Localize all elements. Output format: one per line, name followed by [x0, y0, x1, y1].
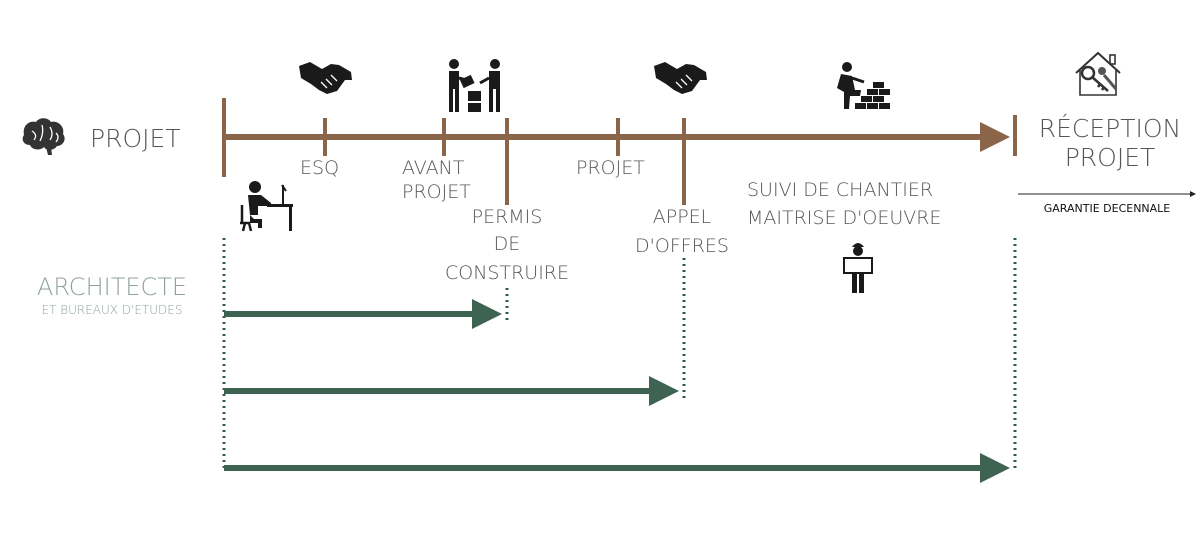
reception-line2: PROJET — [1065, 143, 1156, 172]
label-appel-2: D'OFFRES — [635, 235, 729, 257]
label-permis-3: CONSTRUIRE — [445, 262, 569, 284]
handshake-icon — [654, 62, 707, 94]
reception-line1: RÉCEPTION — [1039, 114, 1182, 143]
label-permis-1: PERMIS — [472, 206, 543, 228]
meeting-icon — [449, 59, 500, 112]
projet-title: PROJET — [90, 124, 181, 153]
guarantee-label: GARANTIE DECENNALE — [1044, 202, 1171, 215]
house-keys-icon — [1075, 51, 1121, 96]
architect-line2: ET BUREAUX D'ETUDES — [42, 303, 183, 317]
label-esq: ESQ — [300, 157, 339, 179]
brain-icon — [22, 118, 65, 155]
engineer-plan-icon — [843, 243, 873, 293]
label-suivi-2: MAITRISE D'OEUVRE — [747, 207, 941, 229]
guarantee-arrowhead — [1190, 191, 1196, 197]
handshake-icon — [299, 62, 352, 94]
designer-desk-icon — [240, 181, 293, 232]
label-suivi-1: SUIVI DE CHANTIER — [747, 179, 933, 201]
label-avant-2: PROJET — [402, 181, 471, 203]
label-projet: PROJET — [576, 157, 645, 179]
label-appel-1: APPEL — [653, 206, 712, 228]
mason-icon — [837, 62, 890, 109]
label-permis-2: DE — [494, 233, 521, 255]
architect-line1: ARCHITECTE — [37, 273, 187, 301]
label-avant-1: AVANT — [402, 157, 465, 179]
